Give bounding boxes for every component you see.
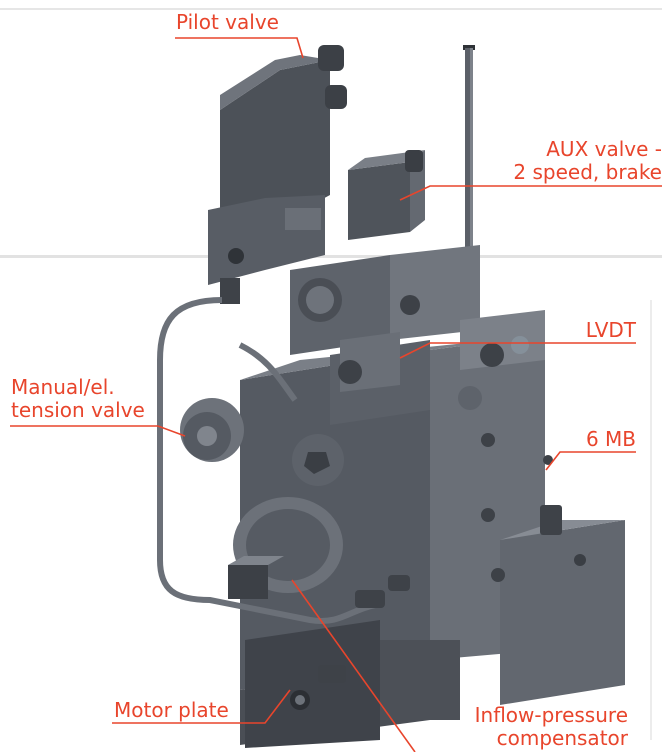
motor-plate-text: Motor plate bbox=[114, 698, 229, 722]
lvdt-leader bbox=[399, 342, 636, 359]
six-mb-label: 6 MB bbox=[586, 428, 636, 451]
inflow-compensator-leader bbox=[291, 579, 416, 752]
inflow-compensator-label: Inflow-pressure compensator bbox=[475, 704, 628, 750]
pilot-valve-text: Pilot valve bbox=[176, 10, 279, 34]
six-mb-text: 6 MB bbox=[585, 427, 636, 451]
hydraulic-pipe bbox=[157, 297, 376, 624]
tension-valve-leader bbox=[10, 425, 186, 437]
hydraulic-pipe-2 bbox=[238, 342, 298, 402]
aux-valve-part bbox=[348, 150, 425, 240]
motor-plate-part bbox=[245, 620, 460, 748]
six-mb-leader bbox=[545, 451, 636, 471]
pipe-fitting bbox=[318, 575, 410, 683]
tension-valve-text-line1: Manual/el. bbox=[11, 375, 115, 399]
inflow-compensator-text-line1: Inflow-pressure bbox=[474, 703, 628, 727]
aux-valve-text-line2: 2 speed, brake bbox=[513, 160, 662, 184]
pilot-valve-part bbox=[208, 45, 347, 304]
lvdt-rod bbox=[463, 45, 475, 308]
aux-valve-leader bbox=[399, 185, 662, 201]
mid-divider bbox=[0, 255, 662, 258]
tension-valve-label: Manual/el. tension valve bbox=[11, 376, 145, 422]
top-divider bbox=[0, 8, 662, 10]
valve-stack bbox=[290, 245, 545, 425]
motor-plate-leader bbox=[112, 689, 291, 724]
aux-valve-label: AUX valve - 2 speed, brake bbox=[513, 138, 662, 184]
aux-valve-text-line1: AUX valve - bbox=[546, 137, 662, 161]
lvdt-label: LVDT bbox=[586, 319, 636, 342]
lvdt-text: LVDT bbox=[585, 318, 636, 342]
six-mb-block bbox=[500, 505, 625, 705]
hex-port bbox=[458, 386, 553, 582]
tension-valve-text-line2: tension valve bbox=[11, 398, 145, 422]
inflow-compensator-text-line2: compensator bbox=[496, 726, 628, 750]
inflow-compensator-part bbox=[228, 497, 343, 599]
motor-plate-label: Motor plate bbox=[114, 699, 229, 722]
pilot-valve-leader bbox=[175, 37, 304, 59]
right-edge-line bbox=[650, 300, 652, 740]
tension-valve-part bbox=[180, 398, 344, 486]
pilot-valve-label: Pilot valve bbox=[176, 11, 279, 34]
